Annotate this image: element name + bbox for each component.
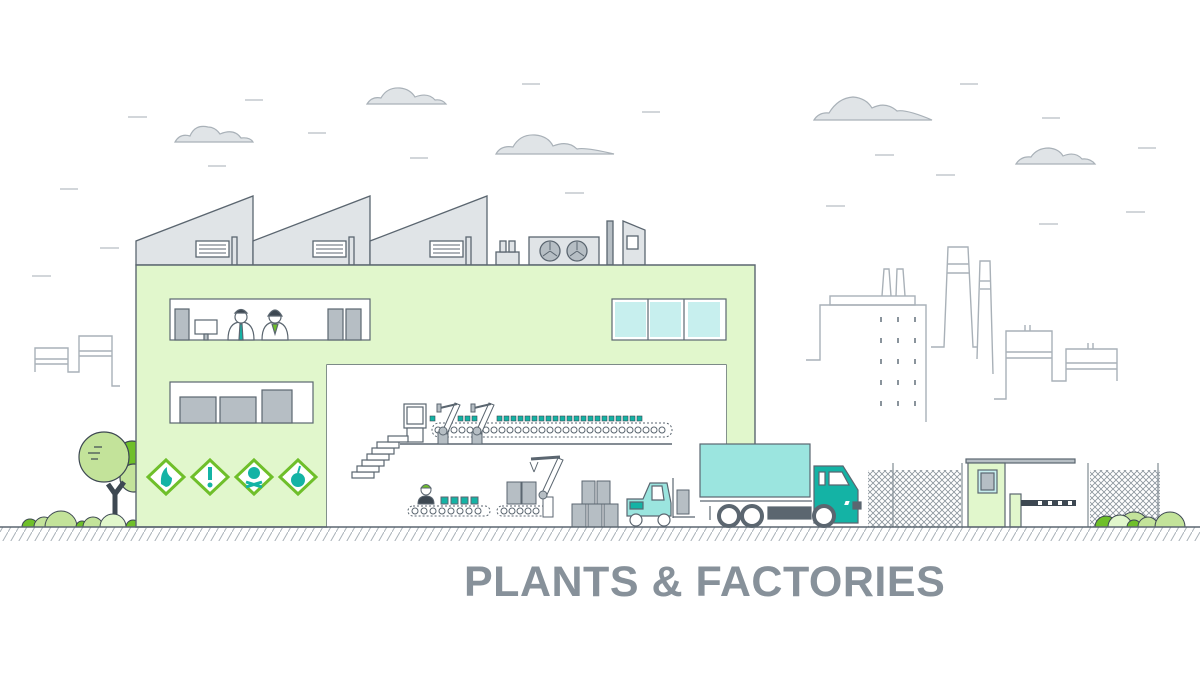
control-panel [403,403,427,443]
storage-shelves [169,381,314,424]
office-window-with-workers [169,298,371,341]
guard-booth [965,458,1076,528]
ground [0,526,1200,541]
conveyor-upper [400,402,673,445]
barrel-stacks [571,480,690,528]
stairs [351,435,409,479]
skyline-windows [880,317,916,406]
flammable-sign-icon [145,457,187,497]
sawtooth-roof [135,195,646,266]
sky-dashes [32,83,1156,277]
tree-left [78,431,149,520]
boom-barrier [844,500,1076,506]
robot-arms [436,402,495,445]
hazard-signs [145,457,319,497]
toxic-sign-icon [233,457,275,497]
delivery-truck [699,443,862,528]
bushes-left [21,510,141,528]
warning-sign-icon [189,457,231,497]
clouds [173,87,1097,165]
forklift [626,478,695,527]
worker-conveyor [407,484,491,517]
bushes-right [1094,511,1186,528]
page-title: PLANTS & FACTORIES [464,558,946,606]
barrel-conveyor-with-robot-arm [496,455,564,518]
background-skyline-right [806,246,1118,422]
glass-windows [611,298,727,341]
vent-lines [199,242,585,257]
background-skyline-left [34,335,120,387]
explosive-sign-icon [277,457,319,497]
